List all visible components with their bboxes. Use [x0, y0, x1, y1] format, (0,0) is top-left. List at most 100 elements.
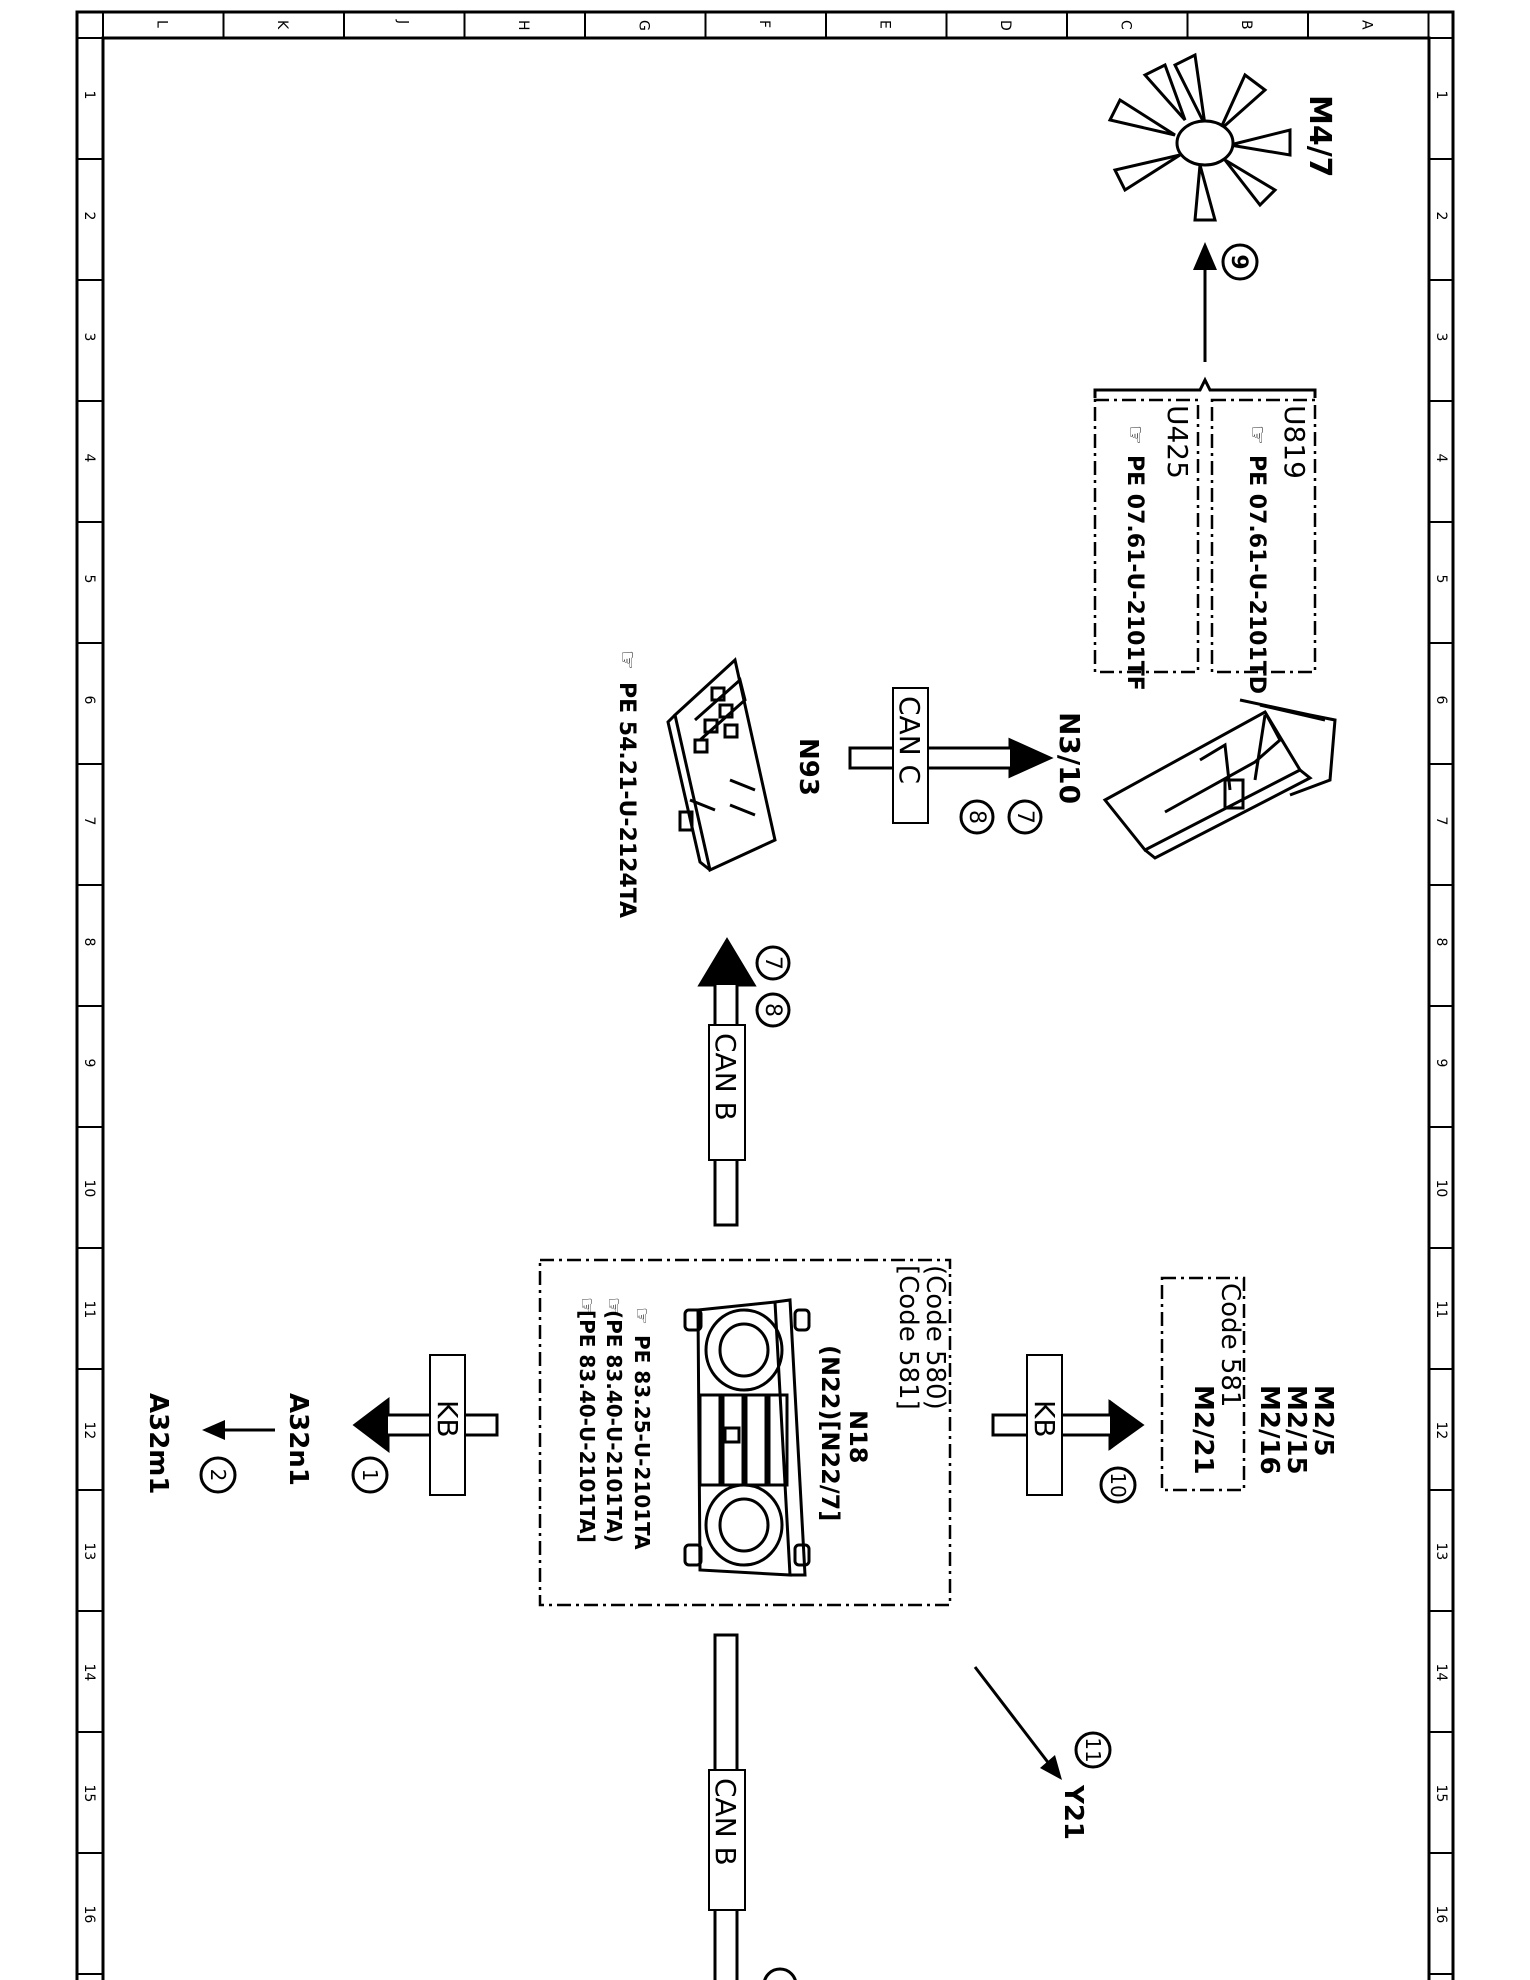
- frame-column-letter: F: [756, 20, 772, 28]
- control-unit-icon: [1102, 698, 1337, 860]
- frame-row-number: 12: [81, 1422, 97, 1440]
- kb-right-label: KB: [1028, 1400, 1061, 1438]
- frame-row-number: 15: [1433, 1785, 1449, 1803]
- frame-column-letter: L: [153, 20, 169, 28]
- n93-ref: PE 54.21-U-2124TA: [614, 682, 639, 918]
- fan-icon: [1107, 52, 1292, 222]
- frame-column-letter: A: [1358, 20, 1374, 30]
- frame-row-number: 14: [81, 1664, 97, 1682]
- n18-ref-1: PE 83.25-U-2101TA: [630, 1335, 654, 1550]
- u819-box: U819 ☞ PE 07.61-U-2101TD: [1210, 398, 1317, 694]
- frame-row-number: 16: [1433, 1906, 1449, 1924]
- frame-row-number: 11: [1433, 1301, 1449, 1319]
- kb-left-callout: [351, 1456, 389, 1494]
- can-b-bus-bottom: CAN B: [708, 1633, 746, 1980]
- frame-column-letter: D: [997, 20, 1013, 31]
- frame-row-number: 5: [81, 575, 97, 584]
- frame-row-number: 1: [81, 91, 97, 100]
- kb-left-label: KB: [431, 1400, 464, 1438]
- partial-callout: [763, 1967, 797, 1980]
- a32m1-callout: [199, 1456, 237, 1494]
- frame-row-number: 9: [81, 1059, 97, 1068]
- climate-control-panel-icon: [683, 1298, 811, 1577]
- m2-5: M2/5: [1308, 1385, 1338, 1457]
- m2-box: M2/5 M2/15 M2/16 Code 581 M2/21: [1160, 1276, 1338, 1492]
- m2-code-581: Code 581: [1215, 1283, 1245, 1407]
- y21-callout-11: 11: [1081, 1737, 1105, 1762]
- frame-row-number: 12: [1433, 1422, 1449, 1440]
- frame-row-number: 7: [1433, 817, 1449, 826]
- can-c-callout-7: 7: [1012, 810, 1037, 824]
- fan-label: M4/7: [1302, 95, 1337, 178]
- u819-title: U819: [1278, 405, 1311, 479]
- n18-ref-3: [PE 83.40-U-2101TA]: [575, 1310, 599, 1543]
- frame-row-number: 3: [81, 333, 97, 342]
- kb-right-callout-10: 10: [1106, 1472, 1130, 1497]
- frame-column-letter: J: [394, 19, 410, 24]
- document-ref-icon: ☞: [1122, 425, 1147, 445]
- m2-16: M2/16: [1254, 1385, 1284, 1475]
- frame-row-number: 9: [1433, 1059, 1449, 1068]
- document-ref-icon: ☞: [602, 1297, 626, 1315]
- document-ref-icon: ☞: [575, 1297, 599, 1315]
- can-b-bus-top: CAN B: [697, 937, 757, 1227]
- frame-column-letter: H: [515, 20, 531, 31]
- frame-row-number: 10: [81, 1180, 97, 1198]
- kb-left-callout-1: 1: [358, 1469, 382, 1482]
- a32m1-label: A32m1: [143, 1393, 173, 1495]
- y21-callout: [1074, 1731, 1112, 1769]
- frame-row-number: 13: [81, 1543, 97, 1561]
- frame-row-number: 5: [1433, 575, 1449, 584]
- frame-row-number: 10: [1433, 1180, 1449, 1198]
- n18-name: N18: [844, 1410, 872, 1463]
- frame-column-letter: C: [1117, 20, 1133, 30]
- can-b-top-callout-7: 7: [760, 956, 785, 970]
- arrow-to-a32m1: [202, 1420, 275, 1440]
- y21-label: Y21: [1058, 1784, 1088, 1840]
- n93-label: N93: [793, 738, 823, 796]
- frame-row-number: 6: [81, 696, 97, 705]
- n18-ref-2: (PE 83.40-U-2101TA): [602, 1310, 626, 1543]
- frame-column-letter: E: [876, 20, 892, 29]
- m2-15: M2/15: [1281, 1385, 1311, 1475]
- frame-row-number: 1: [1433, 91, 1449, 100]
- brace-u819-u425: [1093, 376, 1317, 398]
- frame-row-number: 8: [1433, 938, 1449, 947]
- document-ref-icon: ☞: [1244, 425, 1269, 445]
- arrow-to-y21: [973, 1666, 1062, 1780]
- frame-row-number: 16: [81, 1906, 97, 1924]
- frame-column-letter: G: [635, 20, 651, 31]
- can-b-top-callout-8: 8: [760, 1003, 785, 1017]
- u819-ref: PE 07.61-U-2101TD: [1244, 455, 1269, 694]
- a32n1-label: A32n1: [283, 1393, 313, 1486]
- kb-right-callout: [1099, 1466, 1137, 1504]
- can-c-bus: CAN C: [848, 687, 1054, 824]
- u425-title: U425: [1161, 405, 1194, 479]
- frame-row-number: 4: [81, 454, 97, 463]
- kb-bus-right: KB: [991, 1354, 1145, 1496]
- document-ref-icon: ☞: [614, 650, 639, 670]
- frame-column-letter: K: [274, 20, 290, 30]
- can-b-top-label: CAN B: [709, 1033, 742, 1121]
- frame-column-letter: B: [1238, 20, 1254, 30]
- frame-row-number: 3: [1433, 333, 1449, 342]
- frame-row-number: 8: [81, 938, 97, 947]
- callout-9-label: 9: [1226, 254, 1251, 269]
- module-icon: [666, 657, 777, 873]
- frame-row-number: 2: [81, 212, 97, 221]
- can-c-callout-8: 8: [964, 810, 989, 824]
- frame-row-number: 2: [1433, 212, 1449, 221]
- n18-box: (Code 580) [Code 581] N18 (N22)[N22/7] ☞…: [538, 1258, 952, 1607]
- u425-ref: PE 07.61-U-2101TF: [1122, 455, 1147, 691]
- n3-10-label: N3/10: [1053, 712, 1086, 804]
- n18-name-variants: (N22)[N22/7]: [816, 1345, 844, 1521]
- frame-row-number: 13: [1433, 1543, 1449, 1561]
- can-c-label: CAN C: [893, 696, 926, 784]
- m2-21: M2/21: [1188, 1385, 1218, 1475]
- frame-row-number: 7: [81, 817, 97, 826]
- document-ref-icon: ☞: [630, 1307, 654, 1325]
